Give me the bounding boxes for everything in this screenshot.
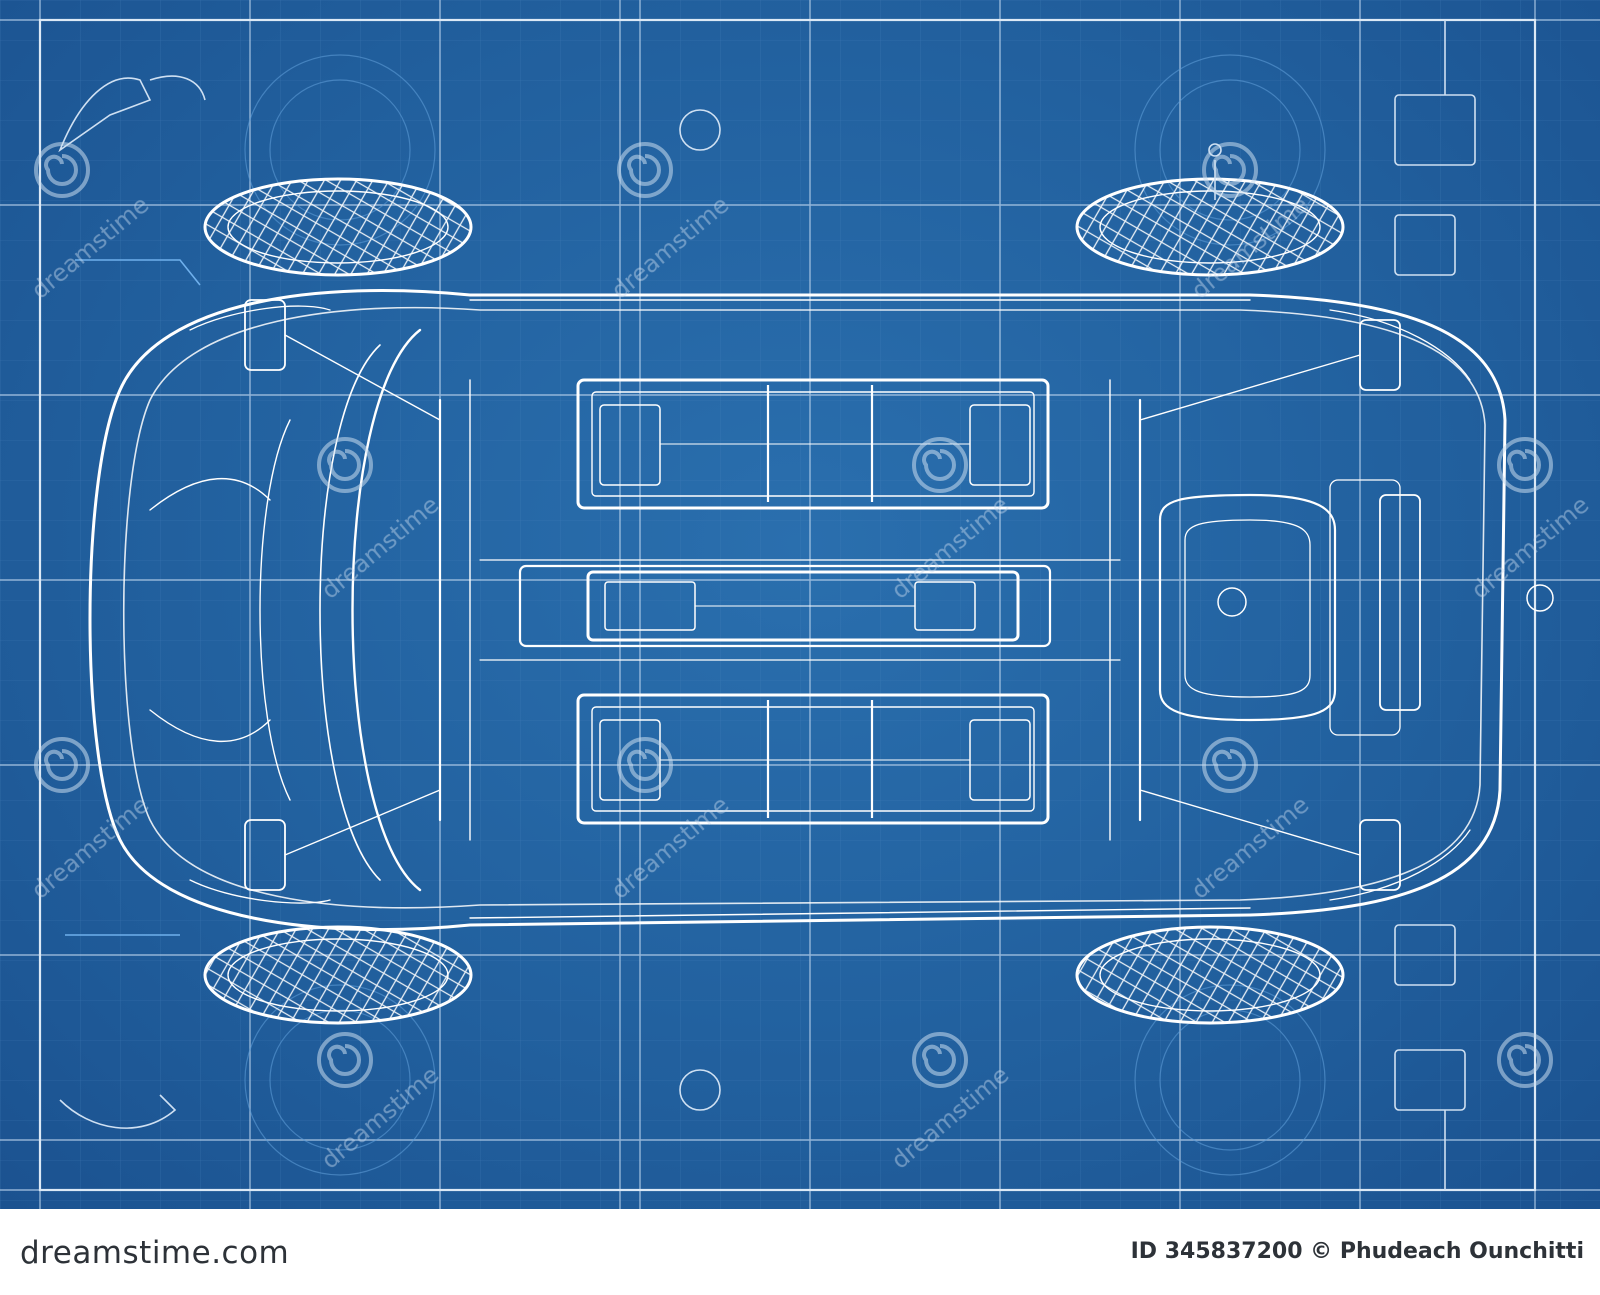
grid xyxy=(0,0,1600,1209)
spiral-logo-icon xyxy=(617,142,673,198)
car-body xyxy=(88,288,1554,932)
blueprint-canvas: dreamstime dreamstime dreamstime dreamst… xyxy=(0,0,1600,1209)
spiral-logo-icon xyxy=(317,437,373,493)
site-name: dreamstime.com xyxy=(20,1235,290,1271)
battery-module-top xyxy=(576,378,1050,510)
wheel-rear-right xyxy=(1075,925,1345,1025)
spiral-logo-icon xyxy=(617,737,673,793)
blueprint-drawing: dreamstime dreamstime dreamstime dreamst… xyxy=(0,0,1600,1209)
watermark-logos xyxy=(34,142,1553,1088)
image-credit: ID 345837200 © Phudeach Ounchitti xyxy=(1130,1239,1584,1264)
spiral-logo-icon xyxy=(1497,1032,1553,1088)
spiral-logo-icon xyxy=(34,142,90,198)
spiral-logo-icon xyxy=(34,737,90,793)
spiral-logo-icon xyxy=(1497,437,1553,493)
wheel-front-left xyxy=(203,177,473,277)
wheel-rear-left xyxy=(203,925,473,1025)
wheel-front-right xyxy=(1075,177,1345,277)
spiral-logo-icon xyxy=(317,1032,373,1088)
battery-module-middle xyxy=(518,564,1052,648)
spiral-logo-icon xyxy=(912,1032,968,1088)
spiral-logo-icon xyxy=(1202,142,1258,198)
spiral-logo-icon xyxy=(1202,737,1258,793)
battery-module-bottom xyxy=(576,693,1050,825)
footer-bar: dreamstime.com ID 345837200 © Phudeach O… xyxy=(0,1209,1600,1295)
spiral-logo-icon xyxy=(912,437,968,493)
